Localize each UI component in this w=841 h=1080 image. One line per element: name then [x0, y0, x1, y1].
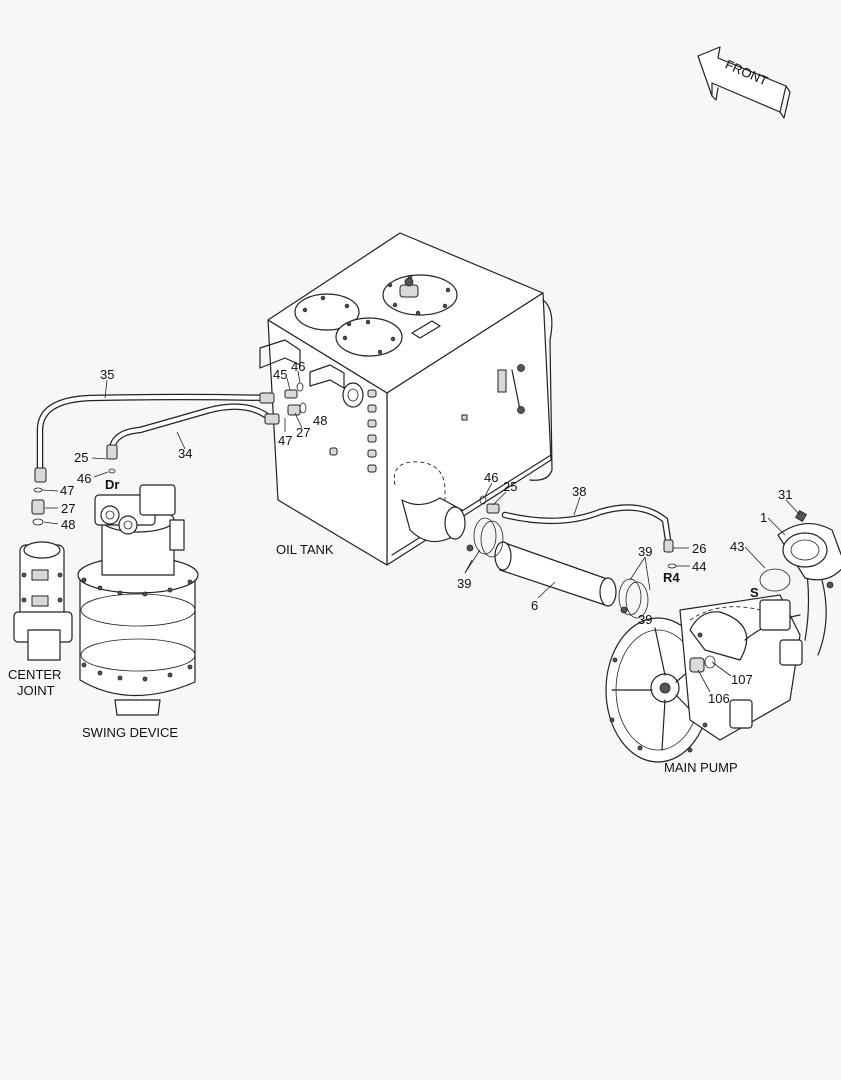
part-number-26: 26: [692, 541, 706, 556]
part-number-46: 46: [291, 359, 305, 374]
part-number-44: 44: [692, 559, 706, 574]
suction-pipe-6: [494, 541, 617, 607]
part-number-39: 39: [638, 612, 652, 627]
part-number-47: 47: [278, 433, 292, 448]
port-s-label: S: [750, 585, 759, 600]
port-dr-label: Dr: [105, 477, 119, 492]
part-number-25: 25: [503, 479, 517, 494]
hose-clamp-39-left: [466, 517, 504, 558]
part-number-27: 27: [296, 425, 310, 440]
part-number-47: 47: [60, 483, 74, 498]
o-ring-43: [759, 568, 791, 592]
front-direction-arrow: FRONT: [697, 46, 791, 119]
part-number-31: 31: [778, 487, 792, 502]
main-pump: [605, 559, 827, 763]
part-number-35: 35: [100, 367, 114, 382]
part-number-48: 48: [313, 413, 327, 428]
part-number-45: 45: [273, 367, 287, 382]
hose-35: [36, 393, 274, 482]
main-pump-label: MAIN PUMP: [664, 760, 738, 775]
leader-lines: [41, 370, 801, 693]
part-number-6: 6: [531, 598, 538, 613]
hose-clamp-39-right: [618, 578, 649, 619]
swing-device: [77, 484, 199, 716]
part-number-107: 107: [731, 672, 753, 687]
part-number-46: 46: [77, 471, 91, 486]
port-r4-label: R4: [663, 570, 680, 585]
hose-34: [108, 403, 276, 452]
swing-device-label: SWING DEVICE: [82, 725, 178, 740]
center-joint-label-2: JOINT: [17, 683, 55, 698]
center-joint: [13, 541, 73, 661]
fittings: [31, 382, 716, 673]
part-number-27: 27: [61, 501, 75, 516]
oil-tank: [259, 232, 553, 566]
part-number-1: 1: [760, 510, 767, 525]
part-number-106: 106: [708, 691, 730, 706]
suction-flange: [777, 509, 841, 589]
hose-38: [501, 504, 672, 544]
part-number-43: 43: [730, 539, 744, 554]
oil-tank-label: OIL TANK: [276, 542, 334, 557]
part-number-38: 38: [572, 484, 586, 499]
part-number-25: 25: [74, 450, 88, 465]
part-number-39: 39: [457, 576, 471, 591]
part-number-39: 39: [638, 544, 652, 559]
part-number-46: 46: [484, 470, 498, 485]
part-number-48: 48: [61, 517, 75, 532]
center-joint-label-1: CENTER: [8, 667, 61, 682]
part-number-34: 34: [178, 446, 192, 461]
